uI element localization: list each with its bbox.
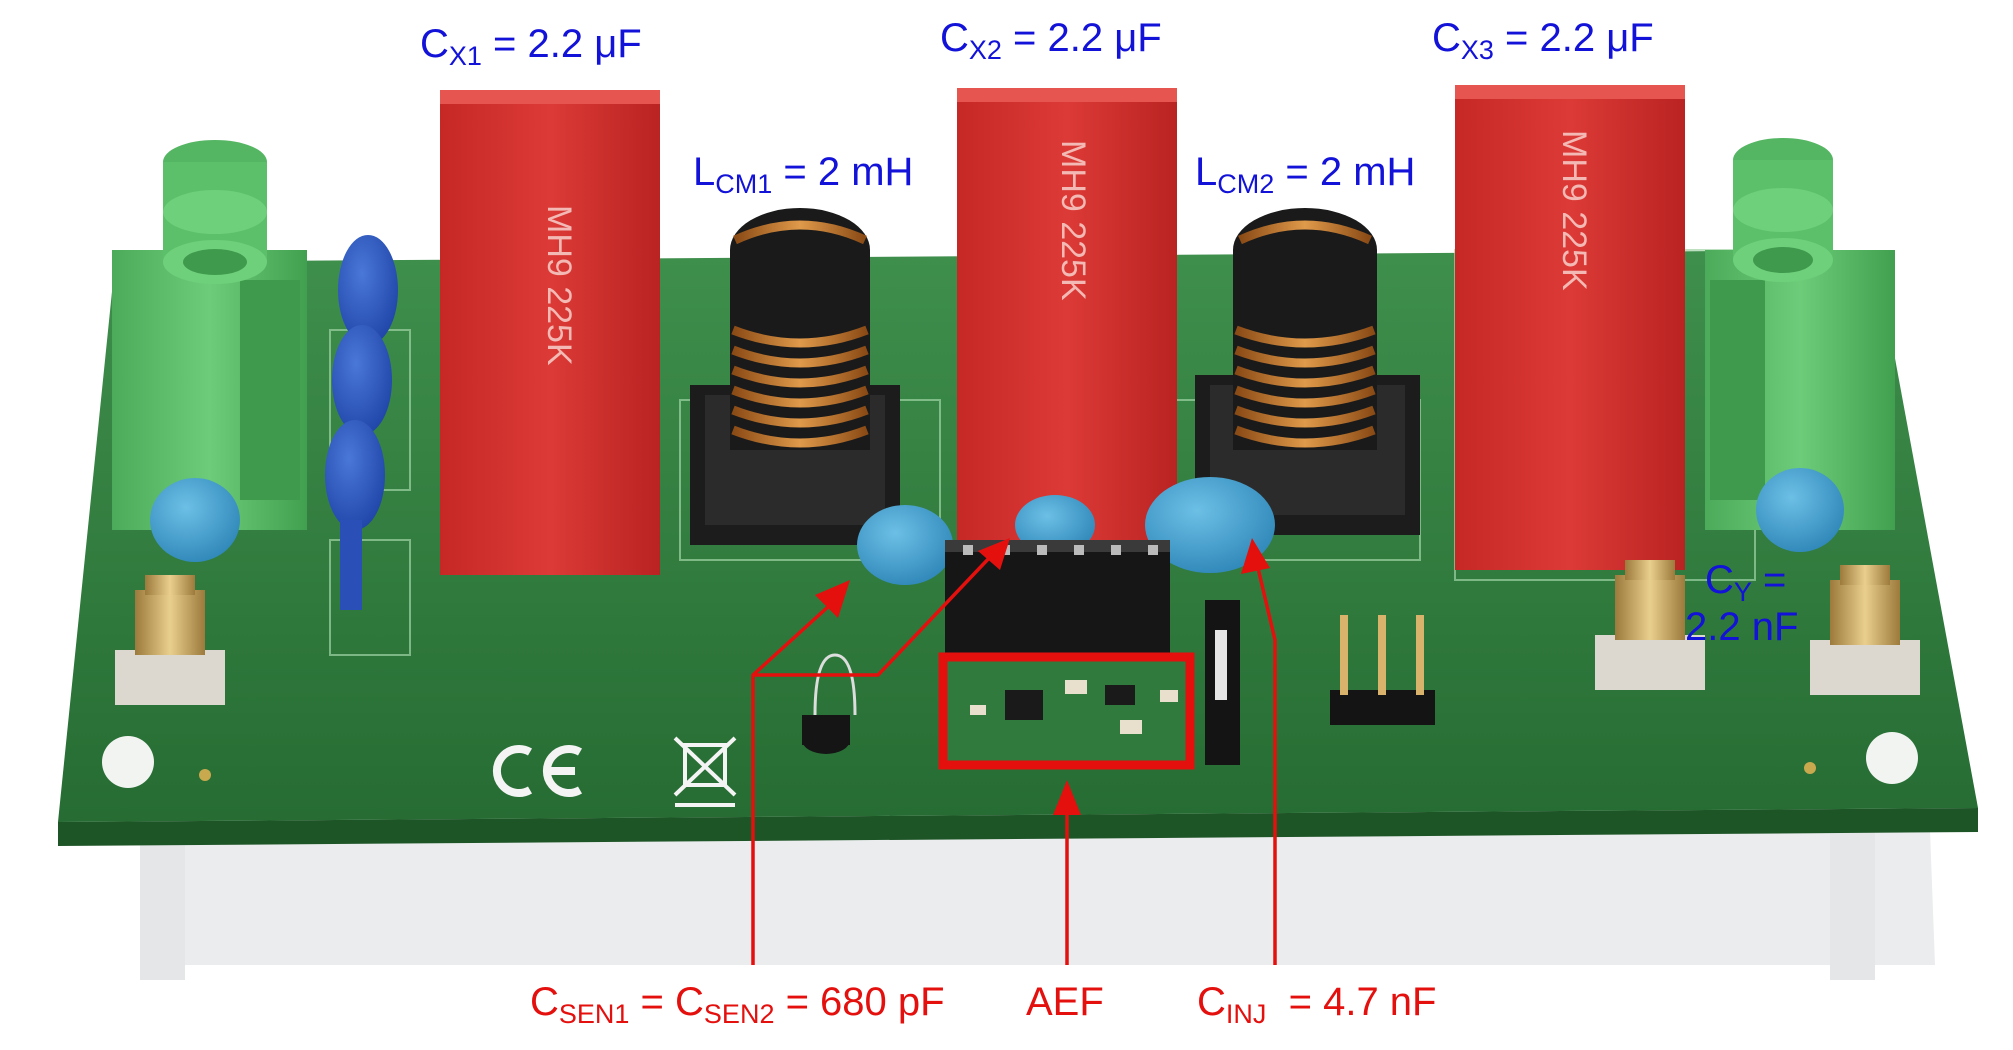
capacitor-cx3: MH9 225K <box>1455 85 1685 570</box>
aef-highlight-box <box>938 652 1195 770</box>
varistor-stack <box>325 235 398 610</box>
label-cx1: CX1 = 2.2 μF <box>420 22 642 71</box>
board-underside <box>140 830 1935 980</box>
label-lcm2: LCM2 = 2 mH <box>1195 150 1416 199</box>
terminal-block-left <box>112 140 307 530</box>
ce-mark <box>492 745 583 797</box>
aef-circuit <box>945 660 1190 765</box>
label-csen: CSEN1 = CSEN2 = 680 pF <box>530 980 945 1029</box>
label-cx2: CX2 = 2.2 μF <box>940 16 1162 65</box>
label-cy-value: 2.2 nF <box>1685 605 1799 649</box>
label-cinj: CINJ = 4.7 nF <box>1197 980 1437 1029</box>
sma-connector-ref <box>1595 560 1705 690</box>
inductor-lcm2 <box>1195 208 1420 535</box>
label-cx3: CX3 = 2.2 μF <box>1432 16 1654 65</box>
jumper <box>1205 600 1240 765</box>
capacitor-cx1: MH9 225K <box>440 90 660 575</box>
svg-text:MH9 225K: MH9 225K <box>1054 140 1092 301</box>
label-lcm1: LCM1 = 2 mH <box>693 150 914 199</box>
svg-text:MH9 225K: MH9 225K <box>540 205 578 366</box>
header-connector <box>945 540 1170 655</box>
sma-connector-test <box>115 575 225 705</box>
annotation-arrowheads <box>815 538 1270 815</box>
ceramic-capacitors <box>150 468 1844 585</box>
capacitor-cx2: MH9 225K <box>957 88 1177 543</box>
temp-sensor <box>802 653 857 754</box>
label-aef: AEF <box>1026 980 1104 1024</box>
label-cy: CY = <box>1705 558 1787 607</box>
pin-header-3 <box>1330 615 1435 725</box>
annotation-arrows <box>751 553 1277 965</box>
weee-mark <box>673 736 737 807</box>
inductor-lcm1 <box>690 208 900 545</box>
svg-text:MH9 225K: MH9 225K <box>1555 130 1593 291</box>
sma-connector-signal <box>1810 565 1920 695</box>
